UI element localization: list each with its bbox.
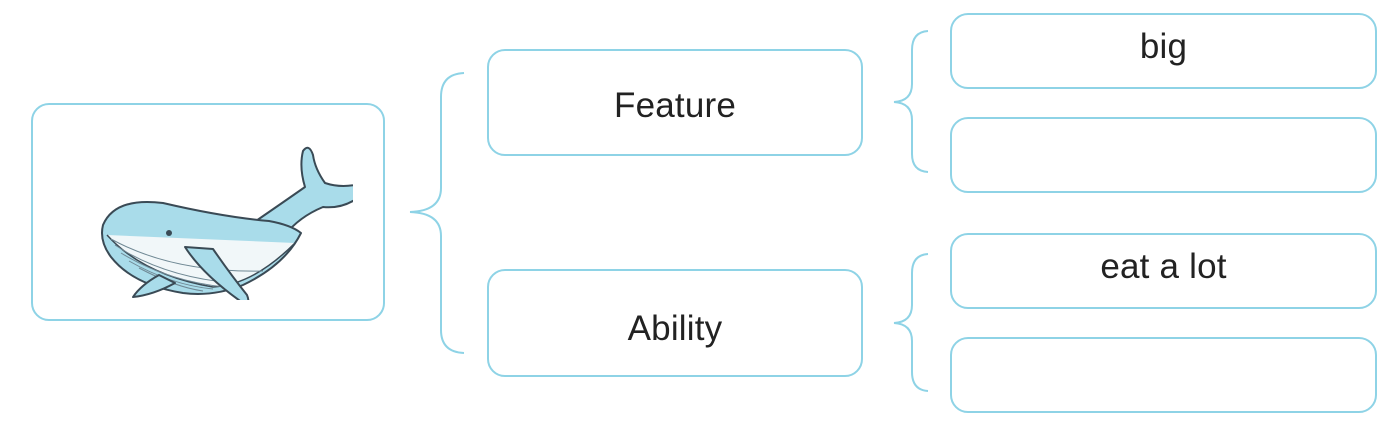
ability-category-box: Ability xyxy=(487,269,863,377)
feature-answer-box-2[interactable] xyxy=(950,117,1377,193)
ability-answer-1: eat a lot xyxy=(1100,247,1227,286)
main-bracket xyxy=(409,72,465,354)
whale-icon xyxy=(101,146,353,300)
feature-answer-box-1: big xyxy=(950,13,1377,89)
feature-bracket xyxy=(893,30,929,173)
whale-picture-box xyxy=(31,103,385,321)
ability-answer-box-2[interactable] xyxy=(950,337,1377,413)
ability-bracket xyxy=(893,253,929,392)
feature-label: Feature xyxy=(613,85,737,125)
feature-answer-1: big xyxy=(1139,27,1188,66)
ability-answer-box-1: eat a lot xyxy=(950,233,1377,309)
ability-label: Ability xyxy=(627,309,723,348)
feature-category-box: Feature xyxy=(487,49,863,156)
